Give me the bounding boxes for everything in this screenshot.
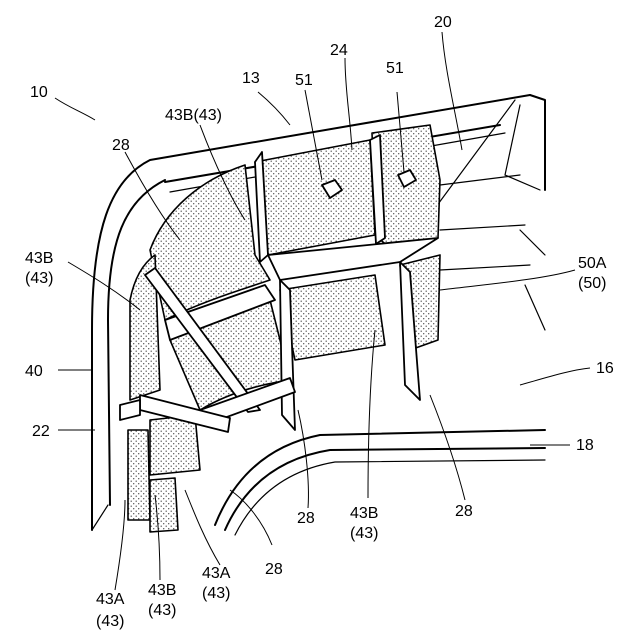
label-28-right: 28 (455, 503, 473, 520)
label-51-right: 51 (386, 60, 404, 77)
compartment-bottom-2 (150, 478, 178, 532)
rear-panel (440, 175, 530, 270)
label-43b-bottom: 43B (148, 582, 176, 599)
label-51-left: 51 (295, 72, 313, 89)
label-16: 16 (596, 360, 614, 377)
compartment-middle (280, 275, 385, 360)
label-43a-bottom-left: 43A (96, 591, 125, 608)
label-43a-bottom-center: 43A (202, 565, 231, 582)
label-43b-middle: 43B (350, 505, 378, 522)
label-28-top: 28 (112, 137, 130, 154)
label-20: 20 (434, 14, 452, 31)
curved-flange (215, 430, 545, 535)
label-43b-top: 43B(43) (165, 107, 222, 124)
label-22: 22 (32, 423, 50, 440)
compartment-bottom-1 (128, 430, 150, 520)
label-10: 10 (30, 84, 48, 101)
label-18: 18 (576, 437, 594, 454)
label-43b-left-paren: (43) (25, 270, 53, 287)
label-13: 13 (242, 70, 260, 87)
label-28-bottom: 28 (265, 561, 283, 578)
label-50a: 50A (578, 255, 607, 272)
label-43b-middle-paren: (43) (350, 525, 378, 542)
label-50a-paren: (50) (578, 275, 606, 292)
label-43b-left: 43B (25, 250, 53, 267)
label-28-middle: 28 (297, 510, 315, 527)
label-43a-bottom-left-paren: (43) (96, 613, 124, 630)
label-43b-bottom-paren: (43) (148, 602, 176, 619)
label-40: 40 (25, 363, 43, 380)
label-24: 24 (330, 42, 348, 59)
label-43a-bottom-center-paren: (43) (202, 585, 230, 602)
compartment-top-middle (255, 140, 375, 255)
